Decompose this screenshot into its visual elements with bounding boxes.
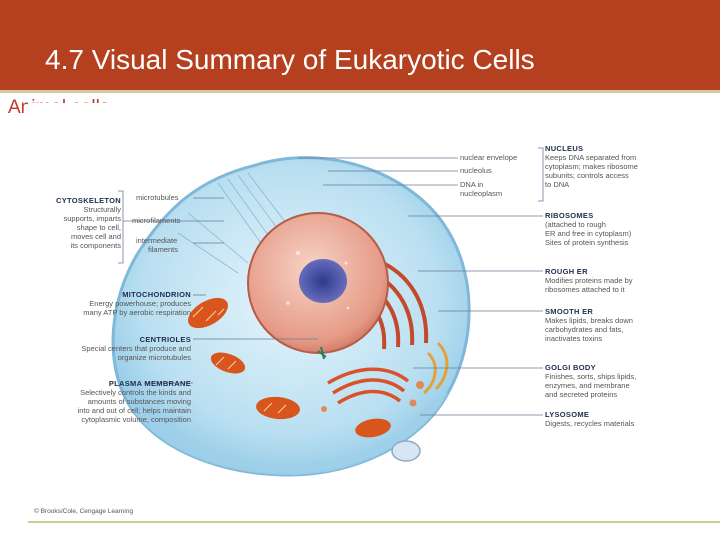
cytoskeleton-desc-3: shape to cell, [76, 223, 121, 232]
mitochondrion-desc-2: many ATP by aerobic respiration [83, 308, 191, 317]
footer-divider [28, 521, 720, 523]
vesicles [321, 381, 424, 412]
plasma-membrane-heading: PLASMA MEMBRANE [108, 379, 191, 388]
cytoskeleton-label: CYTOSKELETON Structurally supports, impa… [36, 196, 121, 250]
dna-in-label: DNA in [460, 180, 484, 189]
nucleolus-label: nucleolus [460, 166, 492, 175]
mitochondrion-desc-1: Energy powerhouse; produces [89, 299, 191, 308]
nucleus-label: NUCLEUS Keeps DNA separated from cytopla… [545, 144, 665, 189]
lysosome-label: LYSOSOME Digests, recycles materials [545, 410, 665, 428]
nucleus [247, 212, 389, 354]
header-divider [0, 90, 720, 93]
cytoskeleton-desc-4: moves cell and [70, 232, 121, 241]
rough-er-label: ROUGH ER Modifies proteins made by ribos… [545, 267, 665, 294]
intermediate-label: intermediate [136, 236, 178, 245]
filaments-label: filaments [148, 245, 179, 254]
cell-illustration [111, 147, 544, 477]
ribosomes-label: RIBOSOMES (attached to rough ER and free… [545, 211, 665, 247]
golgi-desc-3: and secreted proteins [545, 390, 618, 399]
rough-er-desc-1: Modifies proteins made by [545, 276, 633, 285]
ribosomes-desc-1: (attached to rough [545, 220, 606, 229]
centrioles [317, 346, 327, 360]
golgi-label: GOLGI BODY Finishes, sorts, ships lipids… [545, 363, 665, 399]
plasma-membrane-desc-3: into and out of cell; helps maintain [77, 406, 191, 415]
lysosome-desc-1: Digests, recycles materials [545, 419, 635, 428]
microtubules-label: microtubules [136, 193, 179, 202]
cytoskeleton-desc-1: Structurally [83, 205, 121, 214]
nucleus-desc-4: to DNA [545, 180, 570, 189]
nucleus-desc-3: subunits; controls access [545, 171, 629, 180]
smooth-er-desc-3: inactivates toxins [545, 334, 603, 343]
smooth-er-label: SMOOTH ER Makes lipids, breaks down carb… [545, 307, 665, 343]
microfilaments-label: microfilaments [132, 216, 181, 225]
golgi-body [327, 367, 410, 405]
golgi-heading: GOLGI BODY [545, 363, 596, 372]
plasma-membrane-desc-4: cytoplasmic volume, composition [81, 415, 191, 424]
mitochondrion-label: MITOCHONDRION Energy powerhouse; produce… [36, 290, 191, 317]
mitochondrion-heading: MITOCHONDRION [122, 290, 191, 299]
cytoskeleton-desc-5: its components [70, 241, 121, 250]
lysosome-heading: LYSOSOME [545, 410, 590, 419]
cell-diagram: CYTOSKELETON Structurally supports, impa… [28, 103, 638, 521]
smooth-er-heading: SMOOTH ER [545, 307, 594, 316]
copyright-credit: © Brooks/Cole, Cengage Learning [34, 508, 134, 515]
smooth-er-desc-2: carbohydrates and fats, [545, 325, 624, 334]
centrioles-heading: CENTRIOLES [139, 335, 191, 344]
cytoskeleton-desc-2: supports, imparts [63, 214, 121, 223]
centrioles-desc-2: organize microtubules [117, 353, 191, 362]
nucleus-heading: NUCLEUS [545, 144, 584, 153]
golgi-desc-1: Finishes, sorts, ships lipids, [545, 372, 637, 381]
nucleolus [299, 259, 347, 303]
rough-er-heading: ROUGH ER [545, 267, 588, 276]
smooth-er [422, 341, 449, 395]
nucleoplasm-label: nucleoplasm [460, 189, 503, 198]
nuclear-envelope-label: nuclear envelope [460, 153, 518, 162]
leader-lines-left [118, 190, 318, 384]
nucleus-desc-1: Keeps DNA separated from [545, 153, 637, 162]
ribosomes-desc-2: ER and free in cytoplasm) [545, 229, 632, 238]
plasma-membrane-desc-1: Selectively controls the kinds and [80, 388, 191, 397]
slide-title: 4.7 Visual Summary of Eukaryotic Cells [45, 44, 535, 75]
leader-lines-right [298, 147, 544, 416]
lysosome [391, 440, 421, 462]
plasma-membrane-desc-2: amounts of substances moving [87, 397, 191, 406]
mitochondria [188, 297, 391, 438]
ribosomes-desc-3: Sites of protein synthesis [545, 238, 629, 247]
ribosomes-heading: RIBOSOMES [545, 211, 594, 220]
plasma-membrane-label: PLASMA MEMBRANE Selectively controls the… [36, 379, 191, 424]
title-bar: 4.7 Visual Summary of Eukaryotic Cells [0, 0, 720, 90]
nucleus-desc-2: cytoplasm; makes ribosome [545, 162, 638, 171]
rough-er-desc-2: ribosomes attached to it [545, 285, 625, 294]
cytoskeleton-heading: CYTOSKELETON [56, 196, 121, 205]
golgi-desc-2: enzymes, and membrane [545, 381, 630, 390]
centrioles-desc-1: Special centers that produce and [81, 344, 191, 353]
centrioles-label: CENTRIOLES Special centers that produce … [36, 335, 191, 362]
smooth-er-desc-1: Makes lipids, breaks down [545, 316, 633, 325]
